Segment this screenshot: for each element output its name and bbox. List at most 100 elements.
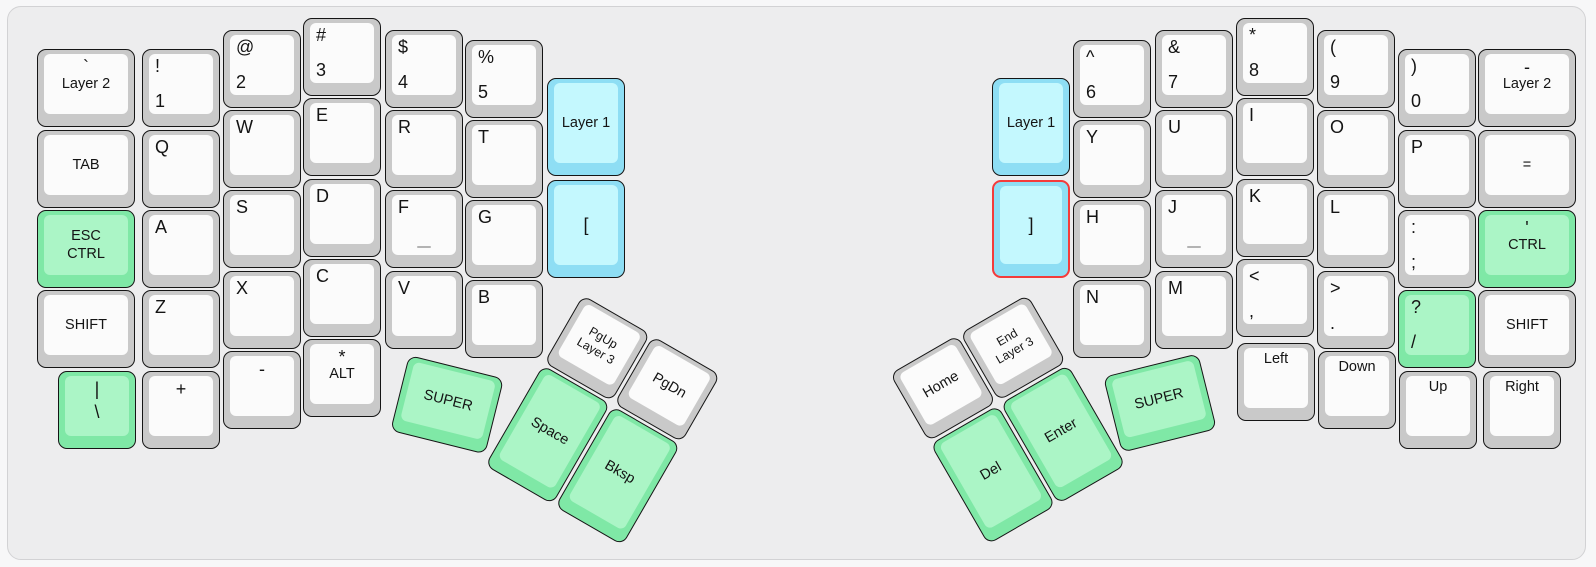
key-question-slash[interactable]: ?/ <box>1398 290 1476 368</box>
key-t[interactable]: T <box>465 120 543 198</box>
key-a[interactable]: A <box>142 210 220 288</box>
key-c[interactable]: C <box>303 259 381 337</box>
key-dollar-4[interactable]: $4 <box>385 30 463 108</box>
key-at-2[interactable]: @2 <box>223 30 301 108</box>
keycap-top: W <box>230 115 294 175</box>
keycap-top: N <box>1080 285 1144 345</box>
key-shift-left[interactable]: SHIFT <box>37 290 135 368</box>
key-super-right[interactable]: SUPER <box>1103 353 1217 453</box>
key-caret-6[interactable]: ^6 <box>1073 40 1151 118</box>
key-legend: Q <box>155 137 170 157</box>
key-h[interactable]: H <box>1073 200 1151 278</box>
key-legend: Layer 1 <box>1006 114 1056 131</box>
key-pipe-backslash[interactable]: | \ <box>58 371 136 449</box>
keycap-top: &7 <box>1162 35 1226 95</box>
keycap-top: Layer 1 <box>999 83 1063 163</box>
key-excl-1[interactable]: !1 <box>142 49 220 127</box>
key-legend: CTRL <box>1508 236 1546 253</box>
key-s[interactable]: S <box>223 190 301 268</box>
keycap-top: + <box>149 376 213 436</box>
key-lbracket[interactable]: [ <box>547 180 625 278</box>
key-legend: Layer 1 <box>561 114 611 131</box>
key-z[interactable]: Z <box>142 290 220 368</box>
key-i[interactable]: I <box>1236 98 1314 176</box>
key-n[interactable]: N <box>1073 280 1151 358</box>
key-gt-period[interactable]: >. <box>1317 271 1395 349</box>
key-layer1-left[interactable]: Layer 1 <box>547 78 625 176</box>
key-legend: * <box>338 347 346 367</box>
key-legend: ] <box>1028 214 1034 235</box>
keycap-top: Z <box>149 295 213 355</box>
key-q[interactable]: Q <box>142 130 220 208</box>
key-paren-9[interactable]: (9 <box>1317 30 1395 108</box>
key-plus[interactable]: + <box>142 371 220 449</box>
keycap-top: `Layer 2 <box>44 54 128 114</box>
key-esc-ctrl[interactable]: ESC CTRL <box>37 210 135 288</box>
key-legend: + <box>175 379 187 399</box>
key-r[interactable]: R <box>385 110 463 188</box>
keycap-top: B <box>472 285 536 345</box>
key-hash-3[interactable]: #3 <box>303 18 381 96</box>
key-arrow-up[interactable]: Up <box>1399 371 1477 449</box>
homing-bar <box>1187 245 1201 248</box>
key-star-8[interactable]: *8 <box>1236 18 1314 96</box>
key-y[interactable]: Y <box>1073 120 1151 198</box>
key-tab[interactable]: TAB <box>37 130 135 208</box>
keycap-top: PgUp Layer 3 <box>556 302 642 387</box>
key-legend: 1 <box>155 90 166 111</box>
keycap-top: PgDn <box>626 343 712 428</box>
key-percent-5[interactable]: %5 <box>465 40 543 118</box>
key-k[interactable]: K <box>1236 179 1314 257</box>
key-legend: : <box>1411 217 1417 237</box>
key-legend: ALT <box>329 365 355 382</box>
key-v[interactable]: V <box>385 271 463 349</box>
key-m[interactable]: M <box>1155 271 1233 349</box>
key-legend: SHIFT <box>1506 316 1548 333</box>
key-arrow-right[interactable]: Right <box>1483 371 1561 449</box>
key-arrow-left[interactable]: Left <box>1237 343 1315 421</box>
keycap-top: Up <box>1406 376 1470 436</box>
key-equals[interactable]: = <box>1478 130 1576 208</box>
key-quote-ctrl[interactable]: 'CTRL <box>1478 210 1576 288</box>
key-arrow-down[interactable]: Down <box>1318 351 1396 429</box>
key-legend: E <box>316 105 329 125</box>
keycap-top: ^6 <box>1080 45 1144 105</box>
key-u[interactable]: U <box>1155 110 1233 188</box>
keycap-top: X <box>230 276 294 336</box>
key-legend: Home <box>920 368 962 402</box>
key-d[interactable]: D <box>303 179 381 257</box>
key-super-left[interactable]: SUPER <box>390 355 505 455</box>
key-b[interactable]: B <box>465 280 543 358</box>
key-grave-layer2[interactable]: `Layer 2 <box>37 49 135 127</box>
key-legend: 3 <box>316 59 327 80</box>
key-j[interactable]: J <box>1155 190 1233 268</box>
key-minus[interactable]: - <box>223 351 301 429</box>
key-legend: / <box>1411 331 1417 352</box>
key-w[interactable]: W <box>223 110 301 188</box>
keycap-top: I <box>1243 103 1307 163</box>
key-star-alt[interactable]: *ALT <box>303 339 381 417</box>
key-layer1-right[interactable]: Layer 1 <box>992 78 1070 176</box>
key-legend: Up <box>1428 379 1448 395</box>
key-legend: H <box>1086 207 1099 227</box>
key-minus-layer2[interactable]: -Layer 2 <box>1478 49 1576 127</box>
key-f[interactable]: F <box>385 190 463 268</box>
key-legend: 6 <box>1086 81 1097 102</box>
key-legend: ( <box>1330 37 1336 57</box>
key-amp-7[interactable]: &7 <box>1155 30 1233 108</box>
key-lt-comma[interactable]: <, <box>1236 259 1314 337</box>
key-rbracket[interactable]: ] <box>992 180 1070 278</box>
key-legend: Layer 2 <box>61 75 111 92</box>
keycap-top: (9 <box>1324 35 1388 95</box>
key-paren-0[interactable]: )0 <box>1398 49 1476 127</box>
key-legend: I <box>1249 105 1255 125</box>
key-l[interactable]: L <box>1317 190 1395 268</box>
key-g[interactable]: G <box>465 200 543 278</box>
key-colon-semi[interactable]: :; <box>1398 210 1476 288</box>
key-e[interactable]: E <box>303 98 381 176</box>
key-p[interactable]: P <box>1398 130 1476 208</box>
keycap-top: >. <box>1324 276 1388 336</box>
key-x[interactable]: X <box>223 271 301 349</box>
key-shift-right[interactable]: SHIFT <box>1478 290 1576 368</box>
key-o[interactable]: O <box>1317 110 1395 188</box>
